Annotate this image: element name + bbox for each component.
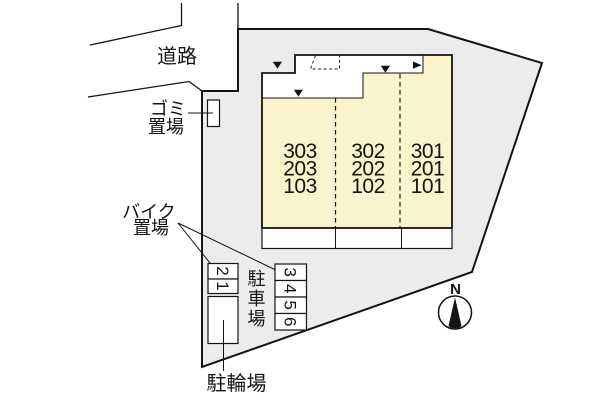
unit-number: 101: [411, 175, 445, 198]
balcony-strip: [261, 227, 453, 250]
space-cell-1: [207, 278, 239, 295]
unit-number: 301: [411, 140, 445, 163]
space-number-1: 1: [213, 281, 232, 290]
road-label: 道路: [157, 45, 197, 68]
bike-storage: バイク 置場: [122, 202, 281, 273]
corridor-inner-lines: [262, 55, 424, 99]
unit-number: 203: [283, 158, 317, 181]
road-edge-lower: [87, 80, 203, 98]
garbage-label-line1: ゴミ: [150, 99, 186, 119]
unit-number: 303: [283, 140, 317, 163]
compass: N: [437, 281, 473, 330]
unit-number: 102: [351, 175, 385, 198]
space-number-2: 2: [213, 266, 232, 275]
parking-label-char-2: 車: [248, 289, 266, 309]
unit-number: 201: [411, 158, 445, 181]
space-number-3: 3: [281, 267, 300, 276]
space-number-6: 6: [281, 317, 300, 326]
bicycle-parking-label: 駐輪場: [207, 372, 267, 395]
parking-lot-label: 駐 車 場: [248, 269, 266, 329]
garbage-station: ゴミ 置場: [148, 99, 221, 137]
corridor-area: [262, 55, 423, 98]
bike-label-line2: 置場: [133, 218, 169, 238]
unit-number: 202: [351, 158, 385, 181]
bike-leader-line-2: [177, 222, 281, 273]
space-stack-right: 3 4 5 6: [274, 263, 308, 331]
parking-label-char-3: 場: [248, 309, 266, 329]
bicycle-parking: 駐輪場: [207, 295, 267, 395]
unit-number: 302: [351, 140, 385, 163]
building-outline: [261, 54, 453, 229]
unit-numbers: 303 203 103 302 202 102 301 201 101: [283, 140, 445, 198]
entrance-arrow-down-3: [293, 89, 303, 97]
space-cell-6: [274, 312, 308, 331]
bike-label-line1: バイク: [122, 202, 176, 222]
entrance-arrow-down-1: [272, 61, 282, 69]
parking-label-char-1: 駐: [248, 269, 266, 289]
compass-needle-icon: [448, 297, 462, 329]
garbage-label-line2: 置場: [148, 117, 184, 137]
stair-dashed-outline: [309, 55, 340, 70]
road-edge-upper: [89, 3, 183, 46]
entrance-arrow-down-2: [380, 65, 390, 73]
bike-leader-line-1: [177, 222, 215, 269]
building: 303 203 103 302 202 102 301 201 101: [261, 54, 453, 250]
unit-number: 103: [283, 175, 317, 198]
space-number-4: 4: [281, 284, 300, 293]
entrance-arrow-right-icon: [413, 61, 422, 69]
space-number-5: 5: [281, 300, 300, 309]
space-stack-left: 2 1: [207, 262, 239, 295]
north-label: N: [450, 281, 461, 298]
